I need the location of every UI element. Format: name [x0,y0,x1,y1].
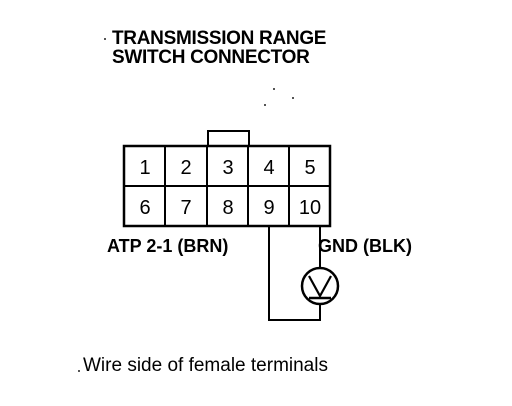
pin-9: 9 [263,197,274,219]
pin-1: 1 [139,157,150,179]
pin-10: 10 [299,197,321,219]
scan-speck [104,38,106,40]
diagram-caption: Wire side of female terminals [83,355,328,376]
connector-lock-tab [207,130,250,147]
atp-wire-label: ATP 2-1 (BRN) [107,236,229,256]
scan-speck [273,88,275,90]
voltmeter-icon [300,266,340,306]
voltmeter-v-mark [308,275,332,299]
diagram-title-line-2: SWITCH CONNECTOR [112,47,310,68]
scan-speck [78,370,80,372]
pin-7: 7 [180,197,191,219]
pin-2: 2 [180,157,191,179]
diagram-title-line-1: TRANSMISSION RANGE [112,28,327,49]
pin-3: 3 [222,157,233,179]
pin-5: 5 [304,157,315,179]
pin-4: 4 [263,157,274,179]
probe-wire-pin-9 [268,226,321,321]
scan-speck [292,97,294,99]
pin-8: 8 [222,197,233,219]
gnd-wire-label: GND (BLK) [318,236,412,256]
pin-6: 6 [139,197,150,219]
scan-speck [264,104,266,106]
